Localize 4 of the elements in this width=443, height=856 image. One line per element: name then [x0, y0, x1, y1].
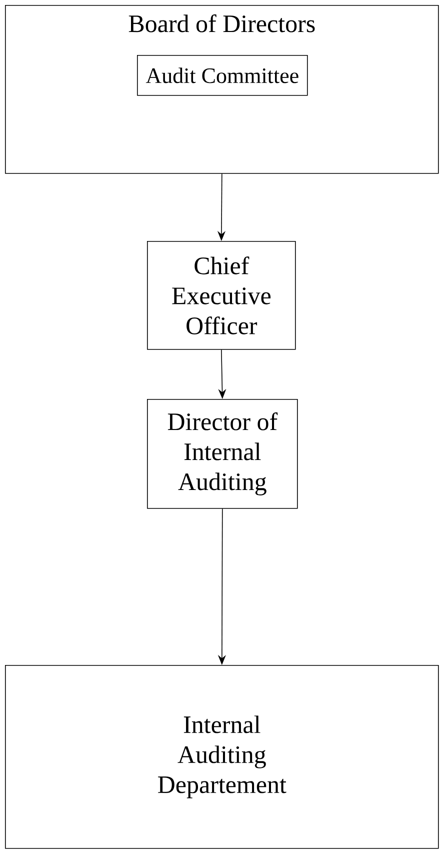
process-box: Audit Committee [137, 55, 308, 96]
process-box: Internal Auditing Departement [5, 665, 439, 849]
process-box: Chief Executive Officer [147, 241, 296, 350]
process-box: Director of Internal Auditing [147, 399, 298, 509]
